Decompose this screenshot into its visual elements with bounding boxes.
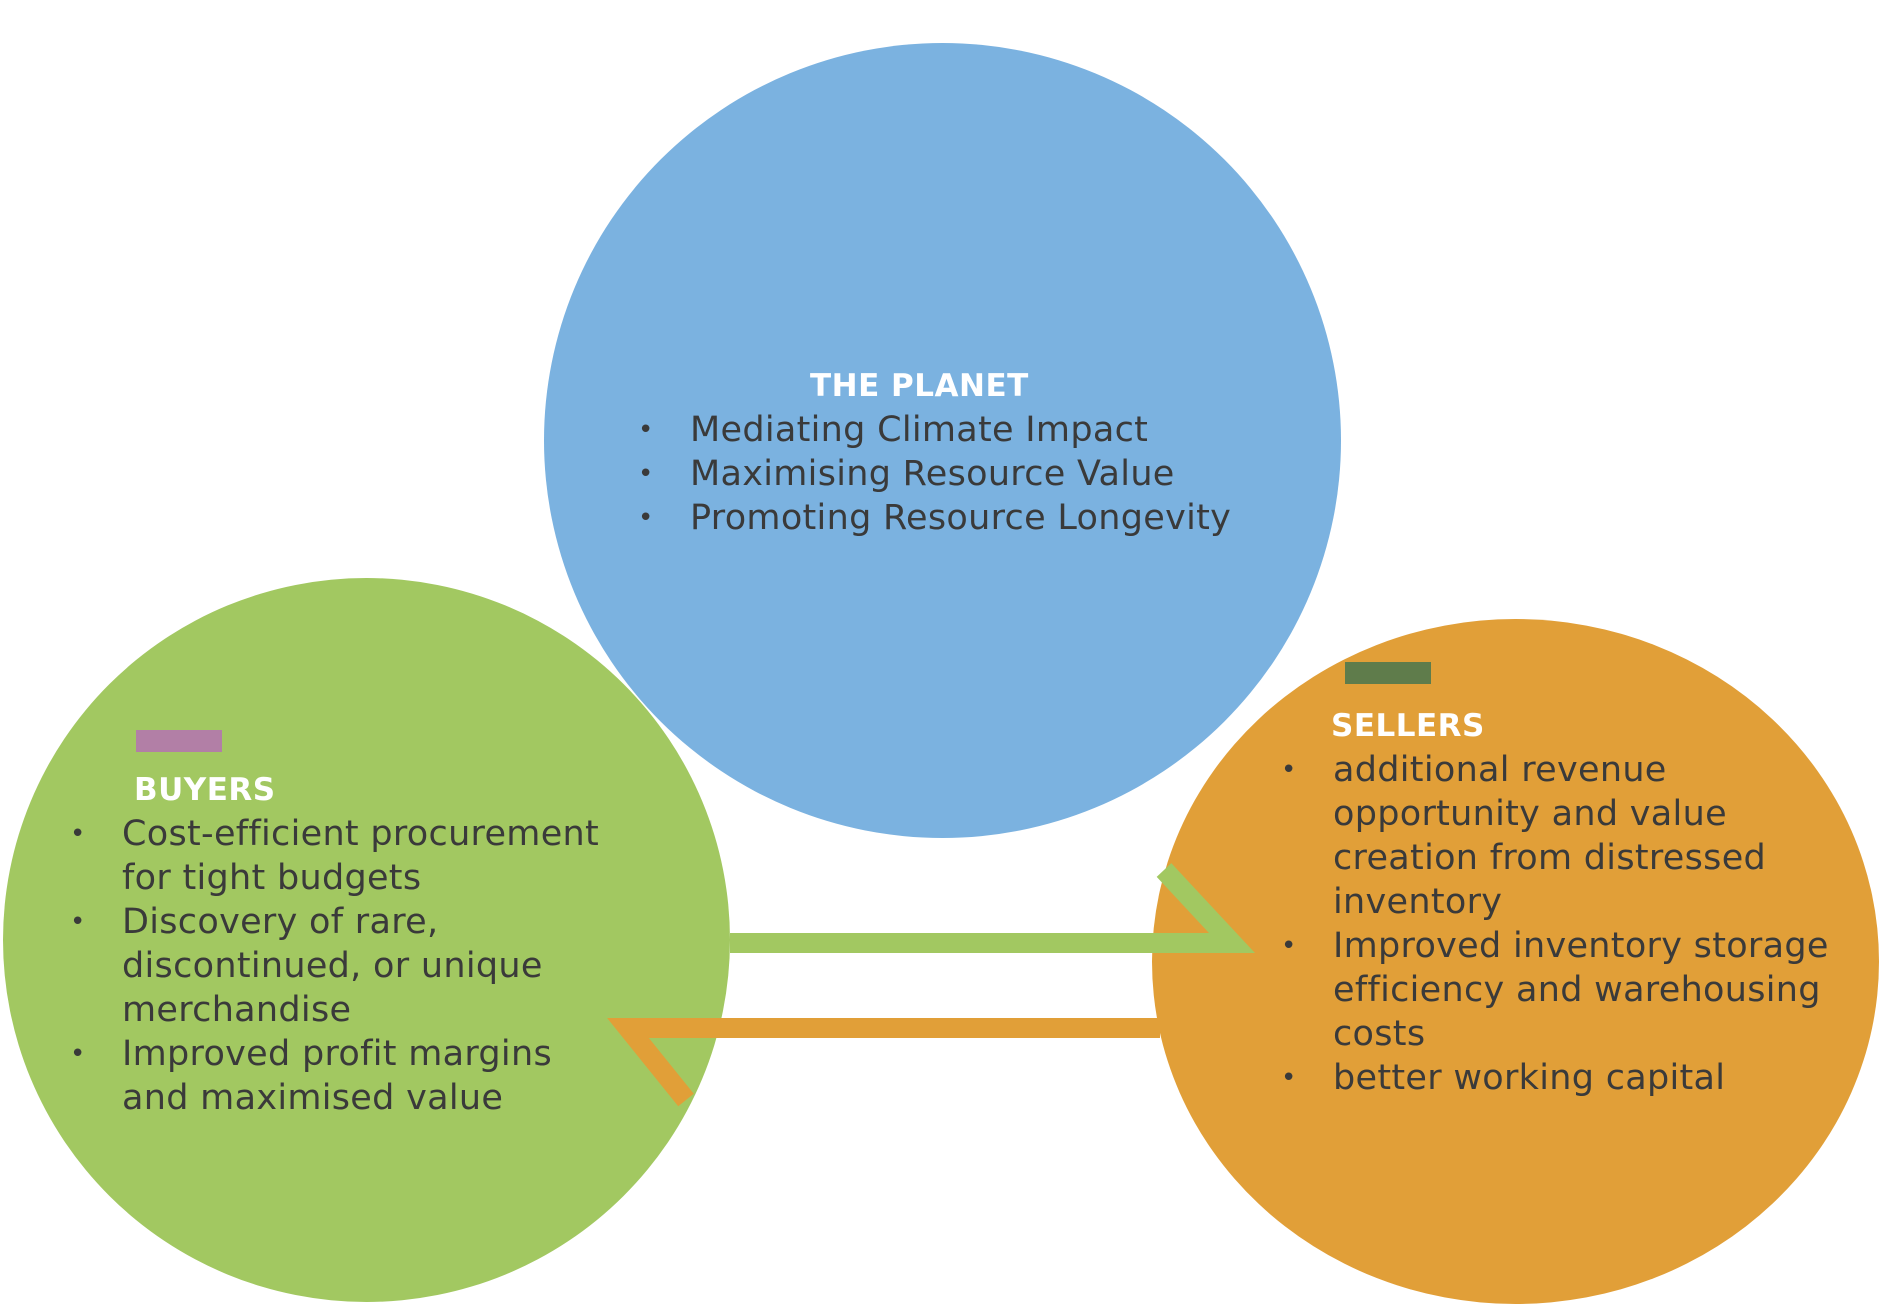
list-item: • Improved profit margins and maximised v… bbox=[66, 1032, 626, 1120]
list-item: • additional revenue opportunity and valu… bbox=[1277, 748, 1857, 924]
list-item: • Promoting Resource Longevity bbox=[634, 496, 1334, 540]
planet-heading: THE PLANET bbox=[810, 368, 1029, 404]
list-item-text: better working capital bbox=[1333, 1058, 1726, 1098]
sellers-circle bbox=[1152, 619, 1879, 1304]
buyers-heading: BUYERS bbox=[134, 772, 276, 808]
list-item: • Improved inventory storage efficiency a… bbox=[1277, 924, 1857, 1056]
list-item: • Maximising Resource Value bbox=[634, 452, 1334, 496]
planet-circle bbox=[544, 43, 1341, 838]
buyers-list: • Cost-efficient procurement for tight bu… bbox=[66, 812, 626, 1120]
bullet-icon: • bbox=[1281, 755, 1297, 785]
list-item-text: Maximising Resource Value bbox=[690, 454, 1175, 494]
sellers-tag-bar bbox=[1345, 662, 1431, 684]
bullet-icon: • bbox=[70, 819, 86, 849]
sellers-content: SELLERS • additional revenue opportunity … bbox=[1277, 704, 1857, 1100]
list-item-text: Mediating Climate Impact bbox=[690, 410, 1149, 450]
sellers-list: • additional revenue opportunity and valu… bbox=[1277, 748, 1857, 1100]
planet-list: • Mediating Climate Impact • Maximising Re… bbox=[634, 408, 1334, 540]
bullet-icon: • bbox=[1281, 931, 1297, 961]
bullet-icon: • bbox=[638, 415, 654, 445]
list-item-text: Improved inventory storage efficiency an… bbox=[1333, 926, 1829, 1054]
buyers-tag-bar bbox=[136, 730, 222, 752]
list-item-text: Discovery of rare, discontinued, or uniq… bbox=[122, 902, 543, 1030]
list-item: • Cost-efficient procurement for tight bu… bbox=[66, 812, 626, 900]
list-item-text: Promoting Resource Longevity bbox=[690, 498, 1232, 538]
list-item-text: Cost-efficient procurement for tight bud… bbox=[122, 814, 600, 898]
bullet-icon: • bbox=[70, 1039, 86, 1069]
list-item-text: additional revenue opportunity and value… bbox=[1333, 750, 1767, 922]
list-item: • better working capital bbox=[1277, 1056, 1857, 1100]
bullet-icon: • bbox=[638, 503, 654, 533]
planet-content: THE PLANET • Mediating Climate Impact • Ma… bbox=[634, 364, 1334, 540]
buyers-circle bbox=[3, 578, 730, 1302]
bullet-icon: • bbox=[1281, 1063, 1297, 1093]
list-item-text: Improved profit margins and maximised va… bbox=[122, 1034, 552, 1118]
arrow-to-sellers bbox=[730, 863, 1255, 953]
sellers-heading: SELLERS bbox=[1331, 708, 1485, 744]
list-item: • Discovery of rare, discontinued, or uni… bbox=[66, 900, 626, 1032]
buyers-content: BUYERS • Cost-efficient procurement for t… bbox=[66, 768, 626, 1120]
list-item: • Mediating Climate Impact bbox=[634, 408, 1334, 452]
bullet-icon: • bbox=[638, 459, 654, 489]
arrow-to-buyers bbox=[607, 1018, 1160, 1107]
bullet-icon: • bbox=[70, 907, 86, 937]
